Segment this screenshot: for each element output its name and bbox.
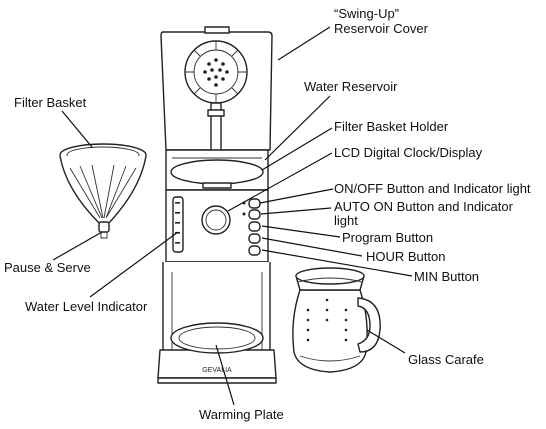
shower-head-holes — [203, 58, 229, 87]
leader-lines — [52, 26, 413, 406]
water-level-window — [172, 196, 184, 253]
cover-hinge-tab — [204, 26, 230, 34]
hour-btn-shape[interactable] — [248, 233, 261, 244]
label-filter-basket: Filter Basket — [14, 95, 87, 110]
label-lcd-display: LCD Digital Clock/Display — [334, 145, 483, 160]
coffee-maker: GEVALIA — [157, 26, 277, 384]
label-auto-on-button-line1: AUTO ON Button and Indicator — [334, 199, 514, 214]
warming-plate — [170, 322, 264, 354]
label-glass-carafe: Glass Carafe — [408, 352, 484, 367]
label-pause-serve: Pause & Serve — [4, 260, 91, 275]
button-column — [242, 198, 261, 256]
brand-logo: GEVALIA — [202, 367, 232, 374]
label-water-level-indicator: Water Level Indicator — [25, 299, 148, 314]
min-btn-shape[interactable] — [248, 245, 261, 256]
label-on-off-button: ON/OFF Button and Indicator light — [334, 181, 531, 196]
on-off-btn-shape[interactable] — [248, 198, 261, 209]
glass-carafe — [292, 267, 381, 373]
filter-basket — [59, 143, 147, 239]
label-min-button: MIN Button — [414, 269, 479, 284]
labels: “Swing-Up” Reservoir Cover Water Reservo… — [4, 6, 531, 422]
carafe-body — [292, 289, 368, 373]
label-water-reservoir: Water Reservoir — [304, 79, 398, 94]
program-btn-shape[interactable] — [248, 221, 261, 232]
label-auto-on-button-line2: light — [334, 213, 358, 228]
auto-on-btn-shape[interactable] — [248, 209, 261, 220]
pause-serve-valve — [98, 221, 110, 233]
label-swing-up-cover-line2: Reservoir Cover — [334, 21, 429, 36]
label-hour-button: HOUR Button — [366, 249, 445, 264]
label-swing-up-cover-line1: “Swing-Up” — [334, 6, 399, 21]
label-warming-plate: Warming Plate — [199, 407, 284, 422]
filter-basket-holder — [170, 159, 264, 185]
label-filter-basket-holder: Filter Basket Holder — [334, 119, 449, 134]
label-program-button: Program Button — [342, 230, 433, 245]
